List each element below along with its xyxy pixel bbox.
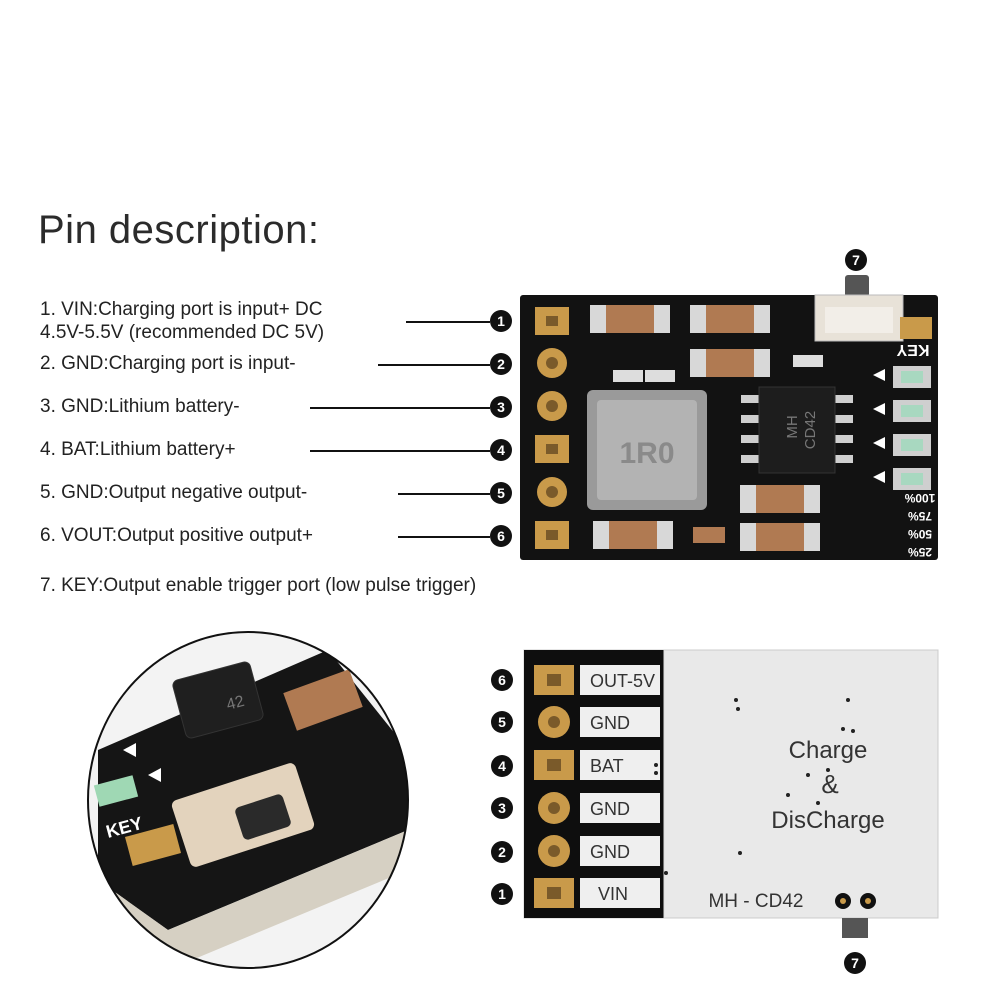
bottom-badge-7-circle (844, 952, 866, 974)
bottom-badge-1: 1 (498, 886, 506, 902)
inductor-top (597, 400, 697, 500)
pin-3-badge: 3 (490, 396, 512, 418)
bottom-label-bat: BAT (590, 756, 624, 776)
pin-5-desc: 5. GND:Output negative output- (40, 482, 308, 503)
pin-1-leader (406, 321, 490, 323)
closeup-board-edge (98, 830, 408, 968)
page-title: Pin description: (38, 208, 320, 252)
model-label: MH - CD42 (708, 891, 803, 912)
bottom-badge-2: 2 (498, 844, 506, 860)
pin-6-desc: 6. VOUT:Output positive output+ (40, 525, 314, 546)
level-75: 75% (908, 509, 932, 523)
bottom-label-out5v: OUT-5V (590, 671, 655, 691)
key-silkscreen: KEY (896, 341, 929, 358)
pin-1-desc: 1. VIN:Charging port is input+ DC (40, 299, 323, 320)
bottom-label-vin: VIN (598, 884, 628, 904)
bottom-board-illustration: 6 5 4 3 2 1 OUT-5V GND BAT GND GND VIN C… (491, 649, 939, 974)
pin-4-desc: 4. BAT:Lithium battery+ (40, 439, 236, 460)
bottom-badge-3: 3 (498, 800, 506, 816)
bottom-label-strips (580, 665, 660, 908)
closeup-switch-knob (235, 794, 291, 840)
pin-4-leader (310, 450, 490, 452)
bottom-label-gnd-3: GND (590, 842, 630, 862)
bottom-badges (491, 669, 513, 905)
switch-face (825, 307, 893, 333)
pin-7-desc: 7. KEY:Output enable trigger port (low p… (40, 575, 477, 596)
key-pad (900, 317, 932, 339)
bottom-label-gnd-2: GND (590, 799, 630, 819)
closeup-illustration: 42 KEY (87, 631, 409, 969)
pin-1-badge: 1 (490, 310, 512, 332)
discharge-label: DisCharge (771, 807, 884, 834)
key-hole-2-core (865, 898, 871, 904)
ic-chip (758, 386, 836, 474)
closeup-chip-label: 42 (225, 693, 247, 714)
level-50: 50% (908, 527, 932, 541)
pin-5-leader (398, 493, 490, 495)
pin-3-leader (310, 407, 490, 409)
bottom-switch-knob (842, 918, 868, 938)
bottom-vias (654, 698, 855, 875)
led-column (873, 366, 931, 490)
top-badge-7-circle (845, 249, 867, 271)
closeup-chip (172, 661, 264, 739)
pin-4-badge: 4 (490, 439, 512, 461)
closeup-key-pad (124, 824, 182, 866)
bottom-label-gnd-1: GND (590, 713, 630, 733)
pin-3-desc: 3. GND:Lithium battery- (40, 396, 240, 417)
top-pads (535, 307, 569, 549)
pin-6-leader (398, 536, 490, 538)
level-100: 100% (904, 491, 935, 505)
pin-1-desc-2: 4.5V-5.5V (recommended DC 5V) (40, 322, 325, 343)
closeup-frame (87, 631, 409, 969)
pin-5-badge: 5 (490, 482, 512, 504)
ic-pins (741, 395, 853, 463)
ic-label-1: MH (784, 415, 801, 438)
closeup-arrow-2 (148, 768, 161, 782)
key-hole-1-core (840, 898, 846, 904)
top-badge-7: 7 (852, 252, 860, 268)
bottom-badge-6: 6 (498, 672, 506, 688)
charge-label: Charge (789, 737, 868, 764)
bottom-badge-5: 5 (498, 714, 506, 730)
bottom-pads (534, 665, 574, 908)
top-capacitors (590, 305, 823, 551)
closeup-led (93, 775, 139, 807)
inductor-label: 1R0 (619, 437, 674, 470)
pin-2-badge: 2 (490, 353, 512, 375)
ampersand-label: & (821, 769, 838, 799)
pin-6-badge: 6 (490, 525, 512, 547)
top-board-illustration: 7 KEY 1R0 MH CD42 (520, 249, 938, 560)
bottom-badge-4: 4 (498, 758, 506, 774)
level-25: 25% (908, 545, 932, 559)
switch-knob (845, 275, 869, 297)
closeup-arrow-1 (123, 743, 136, 757)
pin-2-desc: 2. GND:Charging port is input- (40, 353, 296, 374)
pin-2-leader (378, 364, 490, 366)
bottom-badge-7: 7 (851, 955, 859, 971)
ic-label-2: CD42 (802, 411, 819, 449)
closeup-cap (283, 669, 363, 731)
